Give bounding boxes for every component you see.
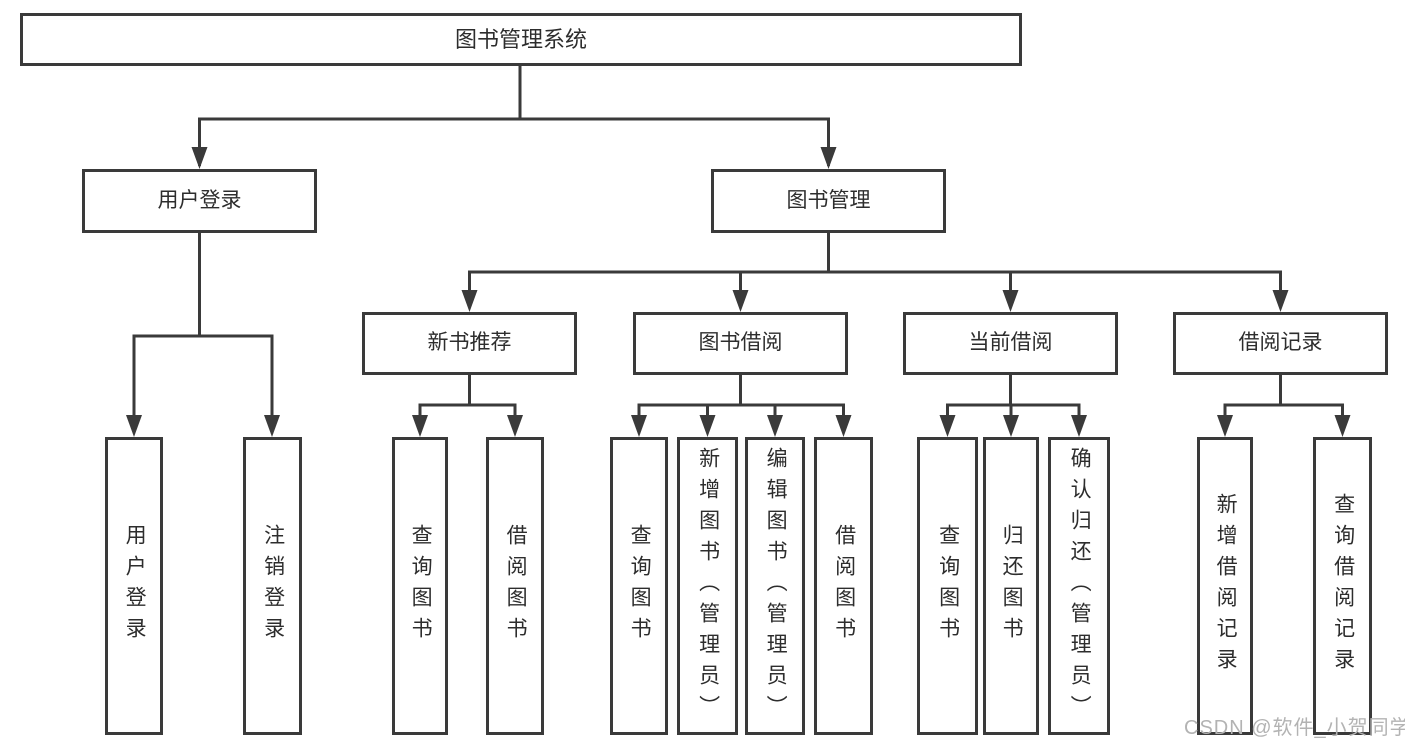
node-current-borrowing: 当前借阅 <box>903 312 1118 375</box>
leaf-edit-books-admin: 编辑图书（管理员） <box>745 437 805 735</box>
connector-book-borrow-group <box>637 375 845 433</box>
leaf-query-borrow-record: 查询借阅记录 <box>1313 437 1372 735</box>
arrowhead <box>939 415 956 437</box>
leaf-add-borrow-record: 新增借阅记录 <box>1197 437 1253 735</box>
arrowhead <box>1003 415 1019 437</box>
leaf-current-query-books: 查询图书 <box>917 437 978 735</box>
arrowhead <box>1002 290 1019 312</box>
arrowhead <box>412 415 428 437</box>
leaf-confirm-return-admin: 确认归还（管理员） <box>1048 437 1110 735</box>
arrowhead <box>631 415 647 437</box>
node-book-borrowing: 图书借阅 <box>633 312 848 375</box>
node-book-management: 图书管理 <box>711 169 946 233</box>
node-new-book-recommendation: 新书推荐 <box>362 312 577 375</box>
watermark: CSDN @软件_小贺同学 <box>1184 717 1405 739</box>
arrowhead <box>699 415 716 437</box>
connector-book-mgmt-branch <box>468 233 1282 307</box>
node-borrowing-records: 借阅记录 <box>1173 312 1388 375</box>
connector-root-split <box>198 66 830 166</box>
connector-user-login-branch <box>132 233 274 433</box>
connector-new-book-group <box>418 375 517 433</box>
arrowhead <box>820 147 837 169</box>
arrowhead <box>1071 415 1087 437</box>
leaf-user-login: 用户登录 <box>105 437 163 735</box>
arrowhead <box>732 290 749 312</box>
arrowhead <box>191 147 208 169</box>
arrowhead <box>1217 415 1233 437</box>
connector-borrow-record-group <box>1223 375 1344 433</box>
leaf-recommend-query-books: 查询图书 <box>392 437 448 735</box>
leaf-recommend-borrow-books: 借阅图书 <box>486 437 544 735</box>
arrowhead <box>1334 415 1351 437</box>
node-library-management-system: 图书管理系统 <box>20 13 1022 66</box>
leaf-borrow-books: 借阅图书 <box>814 437 873 735</box>
arrowhead <box>767 415 783 437</box>
arrowhead <box>1272 290 1289 312</box>
arrowhead <box>835 415 852 437</box>
leaf-borrowing-query-books: 查询图书 <box>610 437 668 735</box>
arrowhead <box>461 290 478 312</box>
node-user-login: 用户登录 <box>82 169 317 233</box>
leaf-logout-login: 注销登录 <box>243 437 302 735</box>
leaf-return-books: 归还图书 <box>983 437 1039 735</box>
arrowhead <box>507 415 523 437</box>
leaf-add-books-admin: 新增图书（管理员） <box>677 437 738 735</box>
arrowhead <box>264 415 280 437</box>
arrowhead <box>126 415 142 437</box>
